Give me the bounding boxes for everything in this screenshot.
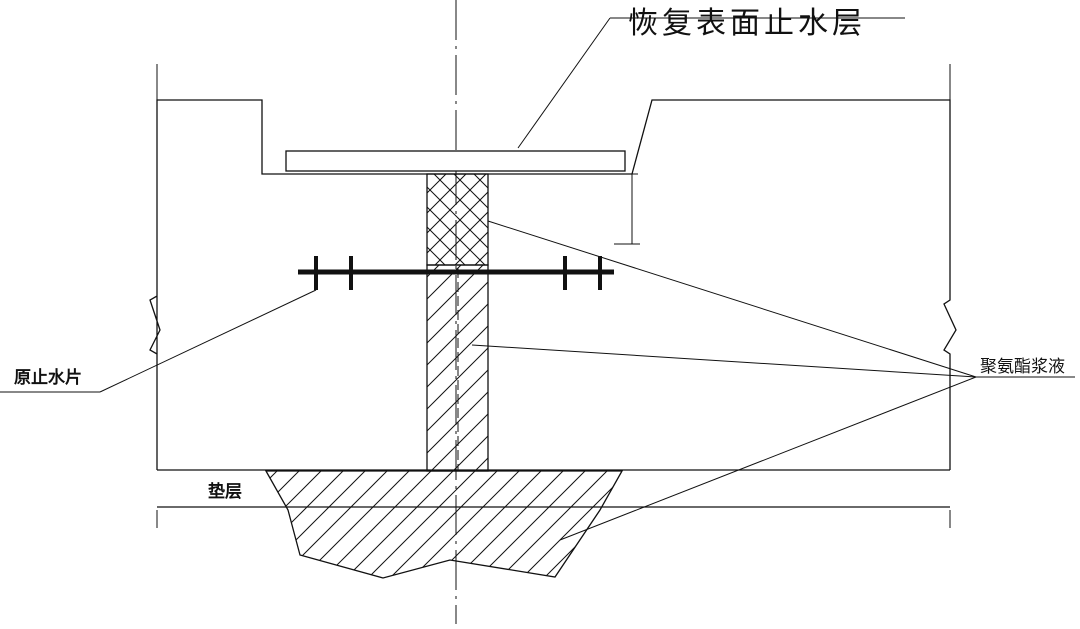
leader-original-waterstop xyxy=(99,289,317,393)
leader-grout-1 xyxy=(487,220,977,378)
leader-grout-2 xyxy=(471,344,977,378)
label-surface-layer: 恢复表面止水层 xyxy=(628,6,866,41)
grout-bulb xyxy=(264,470,624,579)
surface-waterstop-plate xyxy=(285,150,626,172)
joint-filler-upper xyxy=(426,173,489,266)
label-polyurethane-grout: 聚氨酯浆液 xyxy=(980,357,1065,377)
leader-surface-layer xyxy=(517,17,611,149)
leader-grout-3 xyxy=(559,376,977,541)
label-cushion-layer: 垫层 xyxy=(208,481,242,502)
label-original-waterstop: 原止水片 xyxy=(14,367,82,388)
